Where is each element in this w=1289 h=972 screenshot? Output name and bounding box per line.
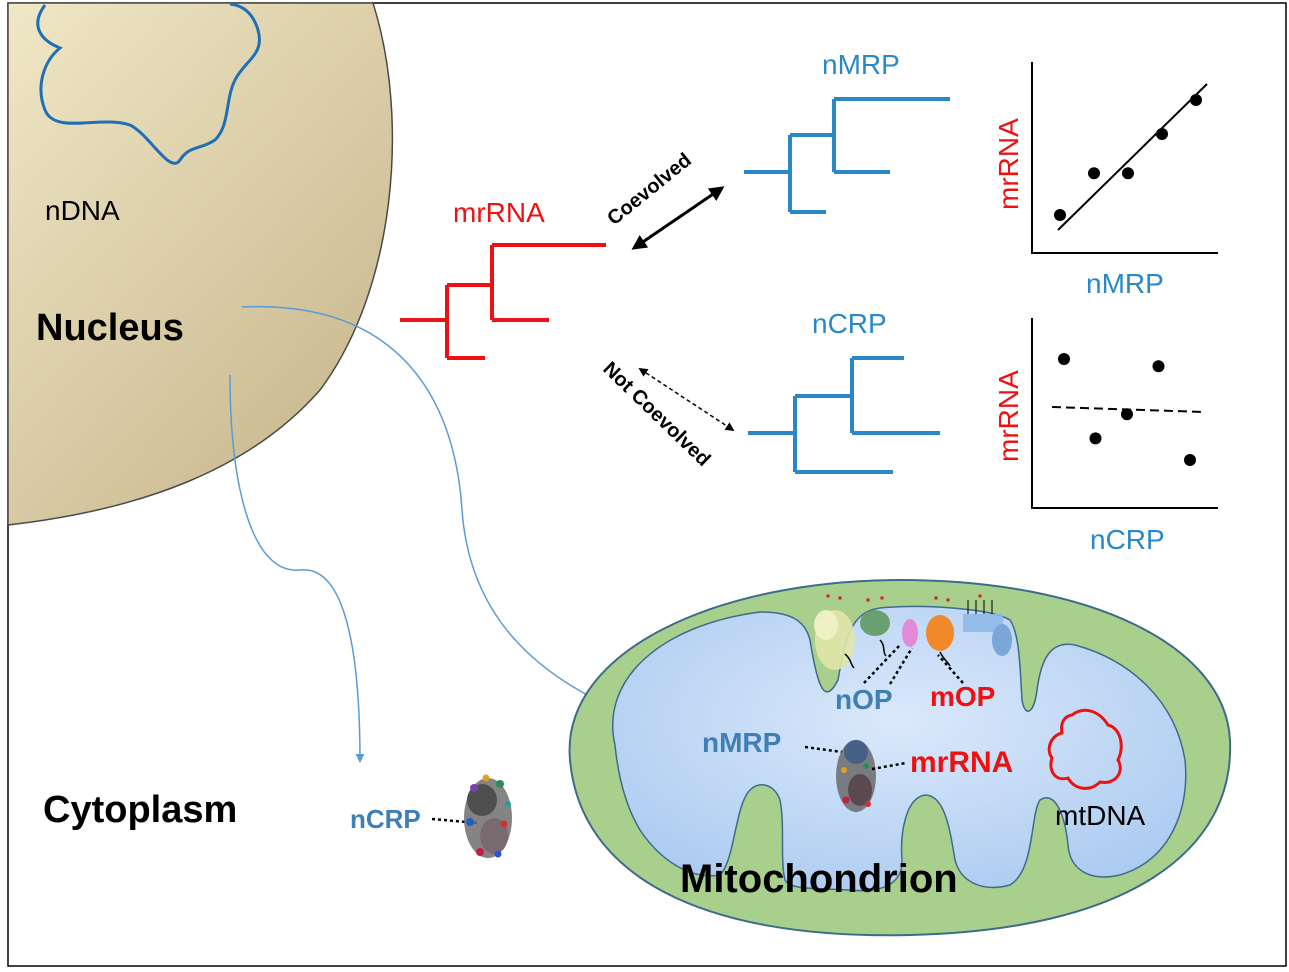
mrrna-tree-label: mrRNA: [453, 197, 545, 228]
import-arrow-cytoplasm: [229, 374, 365, 763]
nucleus-label: Nucleus: [36, 307, 184, 349]
plot-top-point-5: [1190, 94, 1202, 106]
plot-bottom-ylabel: mrRNA: [993, 370, 1024, 462]
plot-bottom-axes: [1031, 318, 1218, 509]
nop-label: nOP: [835, 684, 893, 715]
oxphos-complexes-icon: [814, 594, 1012, 670]
plot-bottom-point-4: [1152, 360, 1165, 373]
cytoplasm-label: Cytoplasm: [43, 789, 237, 831]
mitoribosome-icon: [836, 740, 876, 812]
mrrna-label: mrRNA: [910, 746, 1013, 779]
plot-bottom-point-2: [1089, 432, 1102, 445]
plot-top-point-4: [1156, 128, 1168, 140]
nop-pointer-2: [888, 647, 914, 685]
ncrp-ribosome-label: nCRP: [350, 804, 421, 834]
plot-bottom-point-5: [1184, 454, 1196, 466]
not-coevolved-arrow: [638, 368, 735, 431]
plot-top-point-2: [1088, 167, 1100, 180]
plot-top-axes: [1031, 62, 1218, 254]
mtdna-label: mtDNA: [1055, 800, 1146, 831]
plot-top-trendline: [1057, 83, 1208, 231]
nmrp-pointer: [804, 745, 843, 754]
nmrp-label: nMRP: [702, 727, 781, 758]
ndna-label: nDNA: [45, 195, 120, 226]
nmrp-tree-label: nMRP: [822, 49, 900, 80]
scatter-plot-top: mrRNA nMRP: [993, 62, 1218, 299]
ncrp-tree: [748, 356, 940, 474]
nop-pointer: [863, 644, 901, 684]
mrrna-tree: [400, 243, 606, 360]
coevolved-label: Coevolved: [603, 149, 695, 230]
plot-bottom-point-3: [1121, 408, 1133, 421]
mop-label: mOP: [930, 681, 995, 712]
mitochondrion-label: Mitochondrion: [680, 857, 958, 901]
mitochondrion: nOP mOP nMRP mrRNA mtDNA Mitochondrion: [568, 578, 1232, 937]
plot-top-point-3: [1122, 167, 1134, 180]
mop-pointer: [937, 654, 964, 684]
ncrp-tree-label: nCRP: [812, 308, 887, 339]
ndna-strand: [36, 2, 261, 165]
nucleus-shape: [7, 2, 394, 526]
mtdna-ring: [1047, 708, 1123, 790]
plot-top-ylabel: mrRNA: [993, 118, 1024, 210]
import-arrow-mitochondrion: [241, 305, 681, 735]
plot-bottom-xlabel: nCRP: [1090, 524, 1165, 555]
scatter-plot-bottom: mrRNA nCRP: [993, 318, 1218, 555]
plot-top-xlabel: nMRP: [1086, 268, 1164, 299]
coevolved-arrow: [631, 186, 725, 250]
plot-top-point-1: [1054, 209, 1066, 221]
cytosolic-ribosome-icon: [464, 774, 512, 858]
nmrp-tree: [744, 97, 950, 214]
not-coevolved-label: Not Coevolved: [599, 358, 715, 471]
plot-bottom-point-1: [1058, 353, 1070, 365]
